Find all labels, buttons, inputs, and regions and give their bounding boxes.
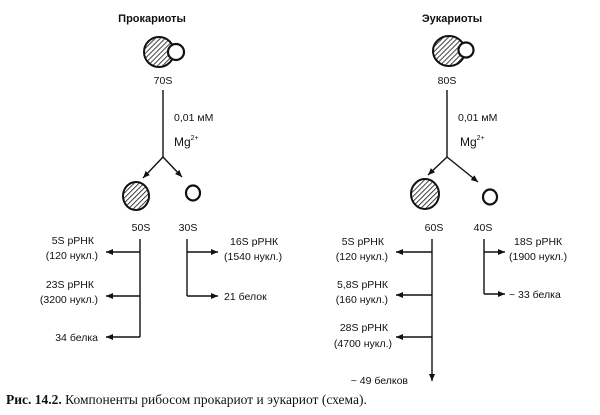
prok-16s-rrna-label: 16S рРНК bbox=[230, 236, 279, 248]
euk-5-8s-rrna-size: (160 нукл.) bbox=[336, 294, 388, 306]
prok-condition-label: 0,01 мМ bbox=[174, 112, 213, 124]
subunit-30s-label: 30S bbox=[179, 222, 198, 234]
subunit-50s-label: 50S bbox=[132, 222, 151, 234]
ribosome-80s-icon bbox=[432, 35, 475, 67]
figure-number: Рис. 14.2. bbox=[6, 392, 62, 407]
prok-23s-rrna-label: 23S рРНК bbox=[46, 279, 95, 291]
subunit-40s-label: 40S bbox=[474, 222, 493, 234]
figure-caption-text: Компоненты рибосом прокариот и эукариот … bbox=[65, 392, 367, 407]
prok-16s-rrna-size: (1540 нукл.) bbox=[224, 251, 282, 263]
eukaryotes-panel: Эукариоты 80S 0,01 мМ Mg2+ 60S 40S 5S рР… bbox=[334, 13, 567, 387]
prok-5s-rrna-label: 5S рРНК bbox=[52, 235, 95, 247]
prok-23s-rrna-size: (3200 нукл.) bbox=[40, 294, 98, 306]
prok-ion-label: Mg2+ bbox=[174, 135, 199, 149]
prok-5s-rrna-size: (120 нукл.) bbox=[46, 250, 98, 262]
euk-18s-rrna-size: (1900 нукл.) bbox=[509, 251, 567, 263]
euk-28s-rrna-label: 28S рРНК bbox=[340, 322, 389, 334]
subunit-30s-icon bbox=[184, 184, 202, 202]
prok-small-proteins-label: 21 белок bbox=[224, 291, 267, 303]
subunit-40s-icon bbox=[481, 188, 499, 206]
prok-large-proteins-label: 34 белка bbox=[55, 332, 98, 344]
figure-caption: Рис. 14.2. Компоненты рибосом прокариот … bbox=[6, 392, 596, 408]
euk-5s-rrna-size: (120 нукл.) bbox=[336, 251, 388, 263]
ribosome-70s-icon bbox=[143, 36, 186, 68]
euk-large-proteins-label: ~ 49 белков bbox=[351, 375, 409, 387]
euk-ion-label: Mg2+ bbox=[460, 135, 485, 149]
subunit-60s-label: 60S bbox=[425, 222, 444, 234]
subunit-60s-icon bbox=[410, 178, 440, 210]
ribosome-80s-label: 80S bbox=[438, 75, 457, 87]
euk-5-8s-rrna-label: 5,8S рРНК bbox=[337, 279, 389, 291]
euk-28s-rrna-size: (4700 нукл.) bbox=[334, 338, 392, 350]
euk-condition-label: 0,01 мМ bbox=[458, 112, 497, 124]
euk-5s-rrna-label: 5S рРНК bbox=[342, 236, 385, 248]
euk-small-proteins-label: ~ 33 белка bbox=[509, 289, 561, 301]
prokaryotes-panel: Прокариоты 70S 0,01 мМ Mg2+ 50S 30S 5S р… bbox=[40, 13, 282, 344]
ribosome-70s-label: 70S bbox=[154, 75, 173, 87]
euk-18s-rrna-label: 18S рРНК bbox=[514, 236, 563, 248]
subunit-50s-icon bbox=[122, 181, 150, 211]
prokaryotes-title: Прокариоты bbox=[118, 13, 186, 25]
eukaryotes-title: Эукариоты bbox=[422, 13, 482, 25]
